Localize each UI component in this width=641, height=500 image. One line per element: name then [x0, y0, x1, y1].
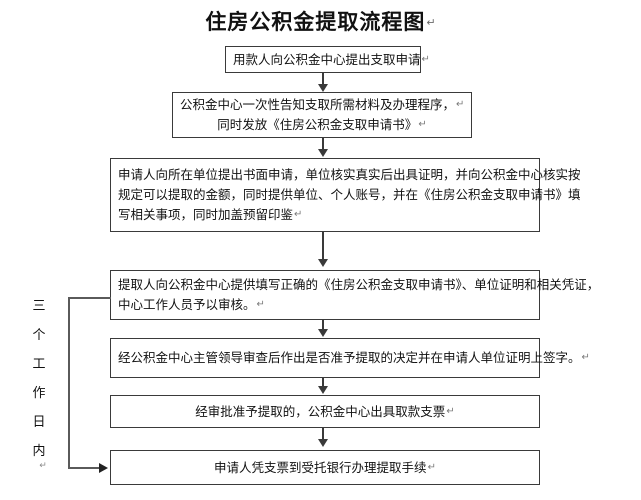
connector-step5-step6 [322, 378, 324, 387]
side-label-char-6: 内 [32, 444, 46, 459]
connector-step1-step2 [322, 73, 324, 85]
side-label-char-3: 工 [32, 357, 46, 372]
flow-node-step-7[interactable]: 申请人凭支票到受托银行办理提取手续↵ [110, 450, 540, 485]
arrow-head-step1-step2 [318, 84, 328, 92]
flow-node-step-3[interactable]: 申请人向所在单位提出书面申请，单位核实真实后出具证明，并向公积金中心核实按 规定… [110, 158, 581, 232]
arrow-head-step6-step7 [318, 439, 328, 447]
side-label-char-5: 日 [32, 415, 46, 430]
connector-step6-step7 [322, 428, 324, 440]
paragraph-mark-icon: ↵ [446, 405, 455, 417]
paragraph-mark-icon: ↵ [427, 461, 436, 473]
flow-node-step-2-line-2: 同时发放《住房公积金支取申请书》↵ [217, 117, 427, 132]
arrow-head-step2-step3 [318, 149, 328, 157]
flow-node-step-1-line-1: 用款人向公积金中心提出支取申请↵ [233, 51, 430, 67]
flow-node-step-5[interactable]: 经公积金中心主管领导审查后作出是否准予提取的决定并在申请人单位证明上签字。↵ [110, 338, 590, 378]
paragraph-mark-icon: ↵ [294, 209, 303, 220]
arrow-head-step3-step4 [318, 259, 328, 267]
flow-node-step-3-line-3: 写相关事项，同时加盖预留印鉴↵ [118, 207, 303, 222]
connector-step2-step3 [322, 138, 324, 150]
page-title: 住房公积金提取流程图↵ [0, 6, 641, 36]
paragraph-mark-icon: ↵ [421, 53, 430, 65]
side-label-char-1: 三 [32, 299, 46, 314]
flow-node-step-3-line-2: 规定可以提取的金额，同时提供单位、个人账号，并在《住房公积金支取申请书》填 [118, 187, 581, 202]
connector-step4-step5 [322, 320, 324, 330]
paragraph-mark-icon: ↵ [456, 99, 465, 110]
flow-node-step-1[interactable]: 用款人向公积金中心提出支取申请↵ [225, 46, 430, 73]
arrow-head-step4-step5 [318, 329, 328, 337]
flow-node-step-5-line-1: 经公积金中心主管领导审查后作出是否准予提取的决定并在申请人单位证明上签字。↵ [118, 350, 590, 365]
paragraph-mark-icon: ↵ [39, 461, 47, 471]
arrow-head-bracket-to-step7 [99, 463, 108, 473]
paragraph-mark-icon: ↵ [426, 16, 436, 29]
flow-node-step-4-line-2: 中心工作人员予以审核。↵ [118, 297, 265, 312]
flow-node-step-6-line-1: 经审批准予提取的，公积金中心出具取款支票↵ [195, 403, 455, 419]
bracket-vertical-segment [68, 297, 70, 468]
paragraph-mark-icon: ↵ [581, 352, 590, 363]
page-title-text: 住房公积金提取流程图 [205, 10, 426, 34]
flow-node-step-4[interactable]: 提取人向公积金中心提供填写正确的《住房公积金支取申请书》、单位证明和相关凭证， … [110, 270, 600, 320]
flow-node-step-2-line-1: 公积金中心一次性告知支取所需材料及办理程序，↵ [180, 97, 465, 112]
flow-node-step-7-line-1: 申请人凭支票到受托银行办理提取手续↵ [214, 459, 436, 475]
side-label-three-working-days: 三 个 工 作 日 内 ↵ [26, 292, 52, 471]
bracket-bottom-segment [68, 467, 100, 469]
arrow-head-step5-step6 [318, 386, 328, 394]
connector-step3-step4 [322, 232, 324, 260]
side-label-char-4: 作 [32, 386, 46, 401]
paragraph-mark-icon: ↵ [256, 299, 265, 310]
side-label-char-2: 个 [32, 328, 46, 343]
flow-node-step-2[interactable]: 公积金中心一次性告知支取所需材料及办理程序，↵ 同时发放《住房公积金支取申请书》… [172, 92, 472, 138]
paragraph-mark-icon: ↵ [418, 119, 427, 130]
flow-node-step-4-line-1: 提取人向公积金中心提供填写正确的《住房公积金支取申请书》、单位证明和相关凭证， [118, 277, 600, 292]
bracket-top-segment [68, 297, 111, 299]
flow-node-step-3-line-1: 申请人向所在单位提出书面申请，单位核实真实后出具证明，并向公积金中心核实按 [118, 167, 581, 182]
flow-node-step-6[interactable]: 经审批准予提取的，公积金中心出具取款支票↵ [110, 395, 540, 428]
